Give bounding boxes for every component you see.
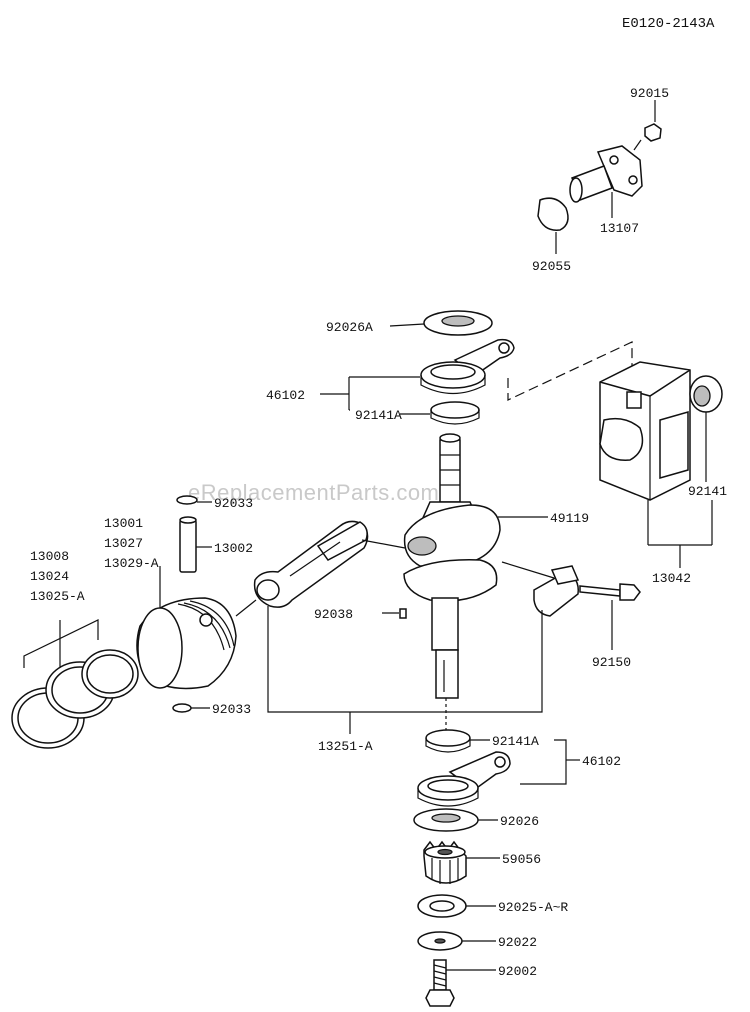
part-rod-cap — [533, 565, 580, 617]
label-49119: 49119 — [550, 511, 589, 526]
watermark: eReplacementParts.com — [188, 480, 439, 505]
label-46102-bottom: 46102 — [582, 754, 621, 769]
label-92033-bottom: 92033 — [212, 702, 251, 717]
label-92141A-top: 92141A — [355, 408, 402, 423]
label-13029A: 13029-A — [104, 556, 159, 571]
part-bearing-flange-46102-top — [420, 338, 515, 394]
reference-code: E0120-2143A — [622, 16, 715, 32]
label-13027: 13027 — [104, 536, 143, 551]
part-piston-pin-13002 — [179, 516, 197, 573]
label-13107: 13107 — [600, 221, 639, 236]
label-92026: 92026 — [500, 814, 539, 829]
label-92026A: 92026A — [326, 320, 373, 335]
part-bearing-92141A-top — [430, 401, 480, 425]
label-92038: 92038 — [314, 607, 353, 622]
label-13002: 13002 — [214, 541, 253, 556]
label-13251A: 13251-A — [318, 739, 373, 754]
label-92022: 92022 — [498, 935, 537, 950]
part-circlip-92033-top — [176, 495, 198, 505]
part-gasket-92055 — [537, 197, 569, 231]
label-92025AR: 92025-A~R — [498, 900, 568, 915]
part-bearing-flange-46102-bottom — [417, 751, 511, 807]
label-59056: 59056 — [502, 852, 541, 867]
label-92055: 92055 — [532, 259, 571, 274]
part-bearing-92141A-bottom — [425, 729, 471, 753]
label-92015: 92015 — [630, 86, 669, 101]
label-92150: 92150 — [592, 655, 631, 670]
part-balancer-13042 — [599, 361, 691, 501]
label-92141A-bottom: 92141A — [492, 734, 539, 749]
part-gear-59056 — [423, 840, 467, 884]
label-13025A: 13025-A — [30, 589, 85, 604]
part-piston-rings — [11, 649, 139, 749]
part-washer-92022 — [417, 931, 463, 951]
label-13008: 13008 — [30, 549, 69, 564]
part-nut-92015 — [644, 123, 662, 142]
part-governor-shaft-13107 — [569, 139, 643, 203]
part-piston — [136, 597, 237, 690]
label-13024: 13024 — [30, 569, 69, 584]
part-bearing-92141 — [689, 375, 723, 413]
part-circlip-92033-bottom — [172, 703, 192, 713]
label-13001: 13001 — [104, 516, 143, 531]
part-connecting-rod — [253, 520, 369, 608]
label-92033-top: 92033 — [214, 496, 253, 511]
part-oil-seal-92026 — [413, 808, 479, 832]
label-92141: 92141 — [688, 484, 727, 499]
label-92002: 92002 — [498, 964, 537, 979]
part-oil-seal-92026A — [423, 310, 493, 336]
part-bolt-92150 — [579, 583, 641, 601]
part-pin-92038 — [399, 608, 407, 619]
label-46102-top: 46102 — [266, 388, 305, 403]
part-shim-92025 — [417, 894, 467, 918]
part-crankshaft-49119 — [403, 433, 501, 699]
part-bolt-92002 — [425, 959, 455, 1007]
label-13042: 13042 — [652, 571, 691, 586]
